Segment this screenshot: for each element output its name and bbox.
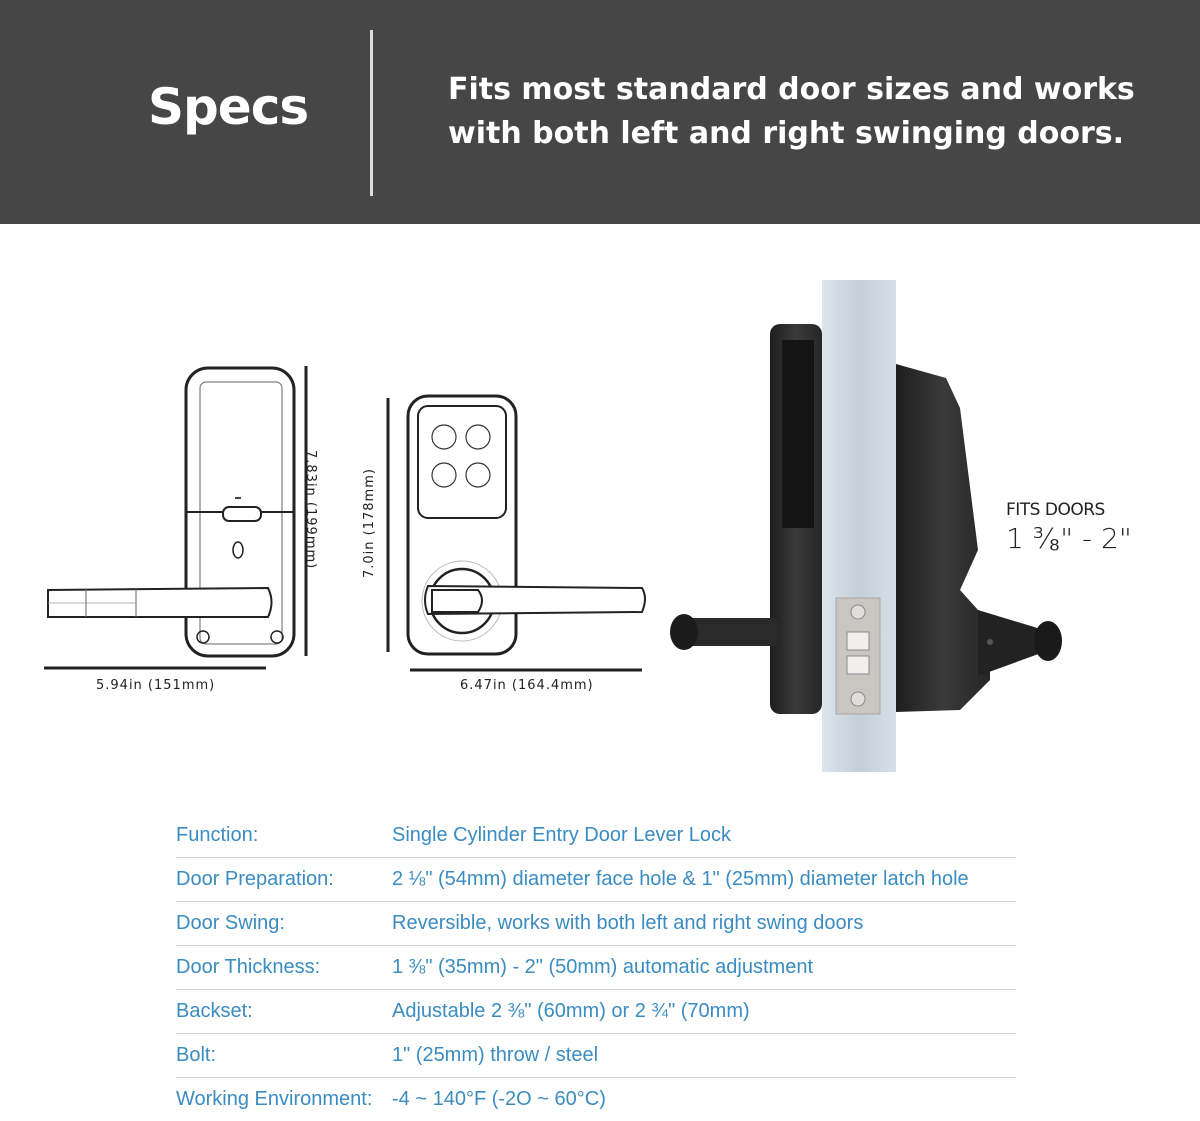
back-height-label: 7.83in (199mm) xyxy=(303,450,318,570)
header-banner: Specs Fits most standard door sizes and … xyxy=(0,0,1200,224)
tagline-line-2: with both left and right swinging doors. xyxy=(448,116,1125,151)
spec-value: -4 ~ 140°F (-2O ~ 60°C) xyxy=(392,1088,606,1110)
spec-row-bolt: Bolt: 1" (25mm) throw / steel xyxy=(176,1034,1016,1078)
spec-row-backset: Backset: Adjustable 2 ⅜" (60mm) or 2 ¾" … xyxy=(176,990,1016,1034)
spec-row-door-preparation: Door Preparation: 2 ⅛" (54mm) diameter f… xyxy=(176,858,1016,902)
back-width-label: 5.94in (151mm) xyxy=(96,678,216,693)
spec-row-function: Function: Single Cylinder Entry Door Lev… xyxy=(176,814,1016,858)
fits-doors-title: FITS DOORS xyxy=(1006,500,1105,520)
spec-value: Single Cylinder Entry Door Lever Lock xyxy=(392,824,732,846)
spec-value: 1" (25mm) throw / steel xyxy=(392,1044,599,1066)
fits-doors-range: 1 ³⁄₈" - 2" xyxy=(1006,522,1132,555)
spec-value: Reversible, works with both left and rig… xyxy=(392,912,864,934)
tagline-line-1: Fits most standard door sizes and works xyxy=(448,72,1135,107)
spec-label: Backset: xyxy=(176,1000,253,1022)
header-divider xyxy=(370,30,373,196)
spec-label: Door Thickness: xyxy=(176,956,321,978)
spec-label: Working Environment: xyxy=(176,1088,373,1110)
spec-value: 2 ⅛" (54mm) diameter face hole & 1" (25m… xyxy=(392,868,969,890)
side-view-installed-lock xyxy=(670,280,1062,772)
spec-row-door-swing: Door Swing: Reversible, works with both … xyxy=(176,902,1016,946)
spec-label: Door Preparation: xyxy=(176,868,334,890)
spec-row-door-thickness: Door Thickness: 1 ⅜" (35mm) - 2" (50mm) … xyxy=(176,946,1016,990)
spec-row-working-environment: Working Environment: -4 ~ 140°F (-2O ~ 6… xyxy=(176,1078,1016,1121)
front-view-diagram xyxy=(386,394,646,672)
spec-value: 1 ⅜" (35mm) - 2" (50mm) automatic adjust… xyxy=(392,956,813,978)
spec-label: Function: xyxy=(176,824,259,846)
fits-doors-callout: FITS DOORS 1 ³⁄₈" - 2" xyxy=(1006,500,1132,555)
front-height-label: 7.0in (178mm) xyxy=(362,468,377,578)
spec-table: Function: Single Cylinder Entry Door Lev… xyxy=(176,814,1016,1121)
page-title: Specs xyxy=(148,78,309,136)
back-view-diagram xyxy=(44,366,308,670)
spec-label: Door Swing: xyxy=(176,912,285,934)
spec-label: Bolt: xyxy=(176,1044,217,1066)
header-tagline: Fits most standard door sizes and works … xyxy=(448,68,1168,156)
front-width-label: 6.47in (164.4mm) xyxy=(460,678,594,693)
spec-value: Adjustable 2 ⅜" (60mm) or 2 ¾" (70mm) xyxy=(392,1000,750,1022)
